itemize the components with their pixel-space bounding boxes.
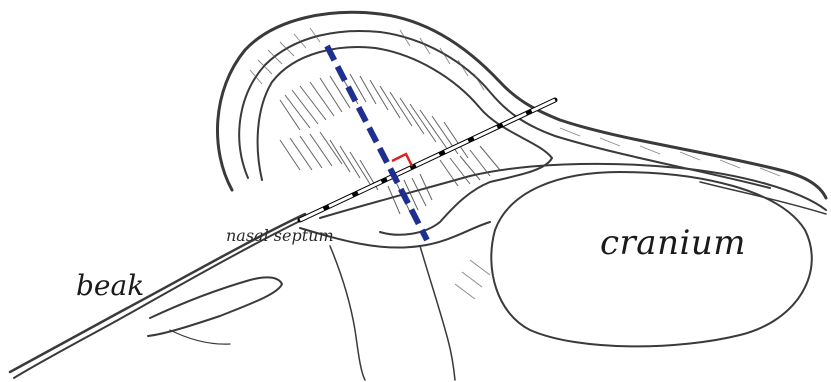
skull-outline: [10, 12, 826, 380]
label-cranium: cranium: [600, 226, 746, 260]
right-angle-marker: [392, 154, 412, 166]
label-beak: beak: [76, 272, 144, 300]
measurement-axis: [300, 100, 555, 220]
label-nasal-septum: nasal septum: [226, 228, 334, 244]
